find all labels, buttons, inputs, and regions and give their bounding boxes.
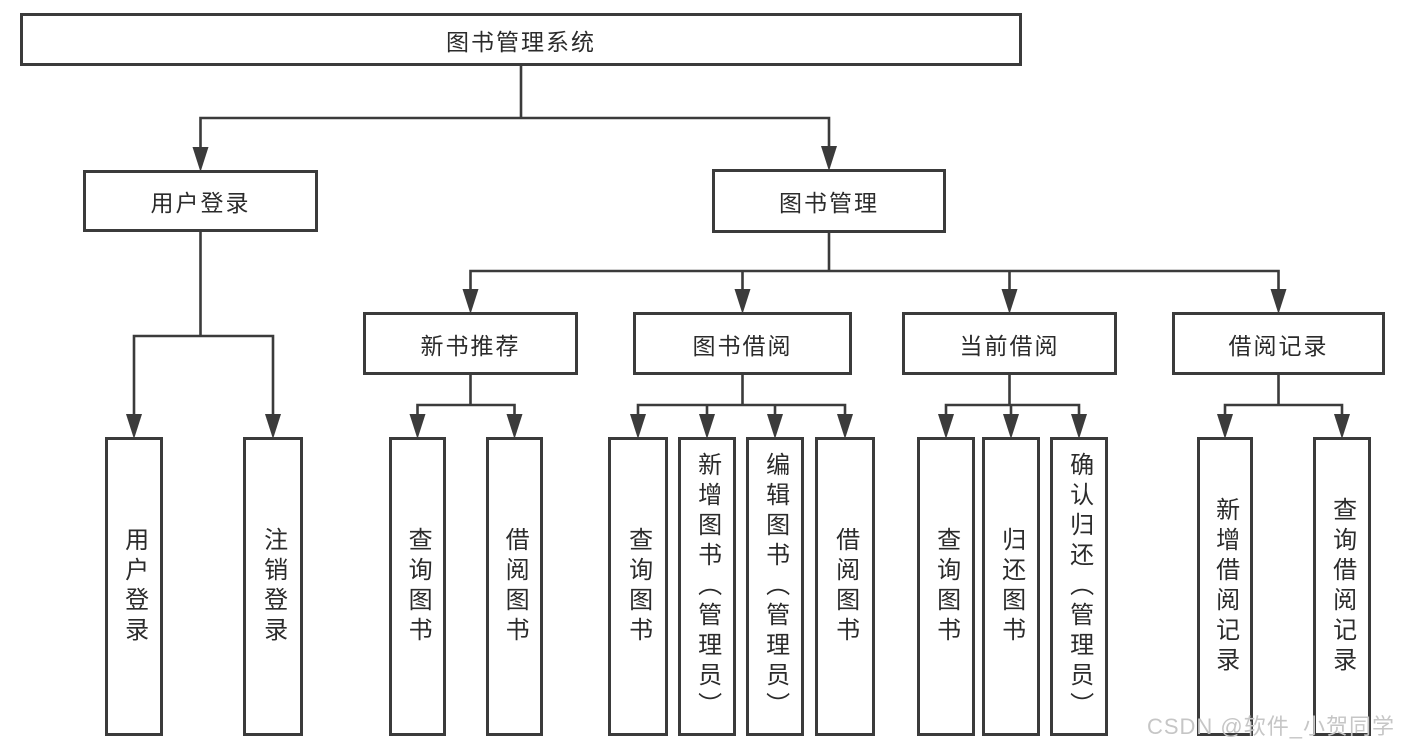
arrowhead-icon — [1270, 289, 1287, 314]
node-user-login-group: 用户登录 — [83, 170, 318, 232]
node-label: 借阅记录 — [1228, 332, 1329, 359]
arrowhead-icon — [462, 289, 479, 314]
arrowhead-icon — [506, 414, 523, 439]
arrowhead-icon — [767, 414, 783, 439]
node-bb-add-books: 新增图书（管理员） — [678, 437, 736, 736]
node-label: 确认归还（管理员） — [1065, 451, 1093, 722]
node-cb-return-books: 归还图书 — [982, 437, 1040, 736]
arrowhead-icon — [821, 146, 837, 171]
arrowhead-icon — [938, 414, 954, 439]
node-label: 查询借阅记录 — [1328, 496, 1356, 677]
watermark: CSDN @软件_小贺同学 — [1146, 714, 1395, 739]
node-bb-borrow-books: 借阅图书 — [815, 437, 875, 736]
node-label: 新增图书（管理员） — [693, 451, 721, 722]
node-br-query-record: 查询借阅记录 — [1313, 437, 1371, 736]
node-rec-borrow-books: 借阅图书 — [486, 437, 543, 736]
node-label: 借阅图书 — [501, 526, 529, 647]
node-login: 用户登录 — [105, 437, 163, 736]
node-label: 借阅图书 — [831, 526, 859, 647]
node-rec-query-books: 查询图书 — [389, 437, 446, 736]
arrowhead-icon — [1071, 414, 1087, 439]
node-label: 查询图书 — [932, 526, 960, 647]
node-logout: 注销登录 — [243, 437, 303, 736]
node-label: 注销登录 — [259, 526, 287, 647]
node-borrow-records: 借阅记录 — [1172, 312, 1385, 375]
node-br-add-record: 新增借阅记录 — [1197, 437, 1253, 736]
node-current-borrow: 当前借阅 — [902, 312, 1117, 375]
node-label: 查询图书 — [404, 526, 432, 647]
node-label: 图书借阅 — [692, 332, 793, 359]
node-label: 图书管理系统 — [446, 28, 596, 55]
node-label: 查询图书 — [624, 526, 652, 647]
arrowhead-icon — [1003, 414, 1019, 439]
arrowhead-icon — [734, 289, 751, 314]
arrowhead-icon — [630, 414, 646, 439]
node-label: 当前借阅 — [959, 332, 1060, 359]
node-new-book-rec: 新书推荐 — [363, 312, 578, 375]
node-label: 归还图书 — [997, 526, 1025, 647]
node-cb-query-books: 查询图书 — [917, 437, 975, 736]
node-bb-edit-books: 编辑图书（管理员） — [746, 437, 804, 736]
arrowhead-icon — [126, 414, 142, 439]
arrowhead-icon — [1217, 414, 1233, 439]
node-label: 新书推荐 — [420, 332, 521, 359]
arrowhead-icon — [837, 414, 853, 439]
node-root: 图书管理系统 — [20, 13, 1022, 66]
node-cb-confirm-return: 确认归还（管理员） — [1050, 437, 1108, 736]
node-label: 用户登录 — [150, 190, 251, 216]
node-bb-query-books: 查询图书 — [608, 437, 668, 736]
node-book-mgmt: 图书管理 — [712, 169, 946, 233]
arrowhead-icon — [265, 414, 281, 439]
arrowhead-icon — [192, 147, 209, 172]
arrowhead-icon — [409, 414, 426, 439]
arrowhead-icon — [1334, 414, 1350, 439]
tree-branch-lines — [132, 64, 1344, 418]
node-label: 编辑图书（管理员） — [761, 451, 789, 722]
node-label: 用户登录 — [120, 526, 148, 647]
arrowhead-icon — [1001, 289, 1018, 314]
node-label: 新增借阅记录 — [1211, 496, 1239, 677]
arrowhead-icon — [699, 414, 715, 439]
node-label: 图书管理 — [779, 190, 879, 216]
node-book-borrow: 图书借阅 — [633, 312, 852, 375]
